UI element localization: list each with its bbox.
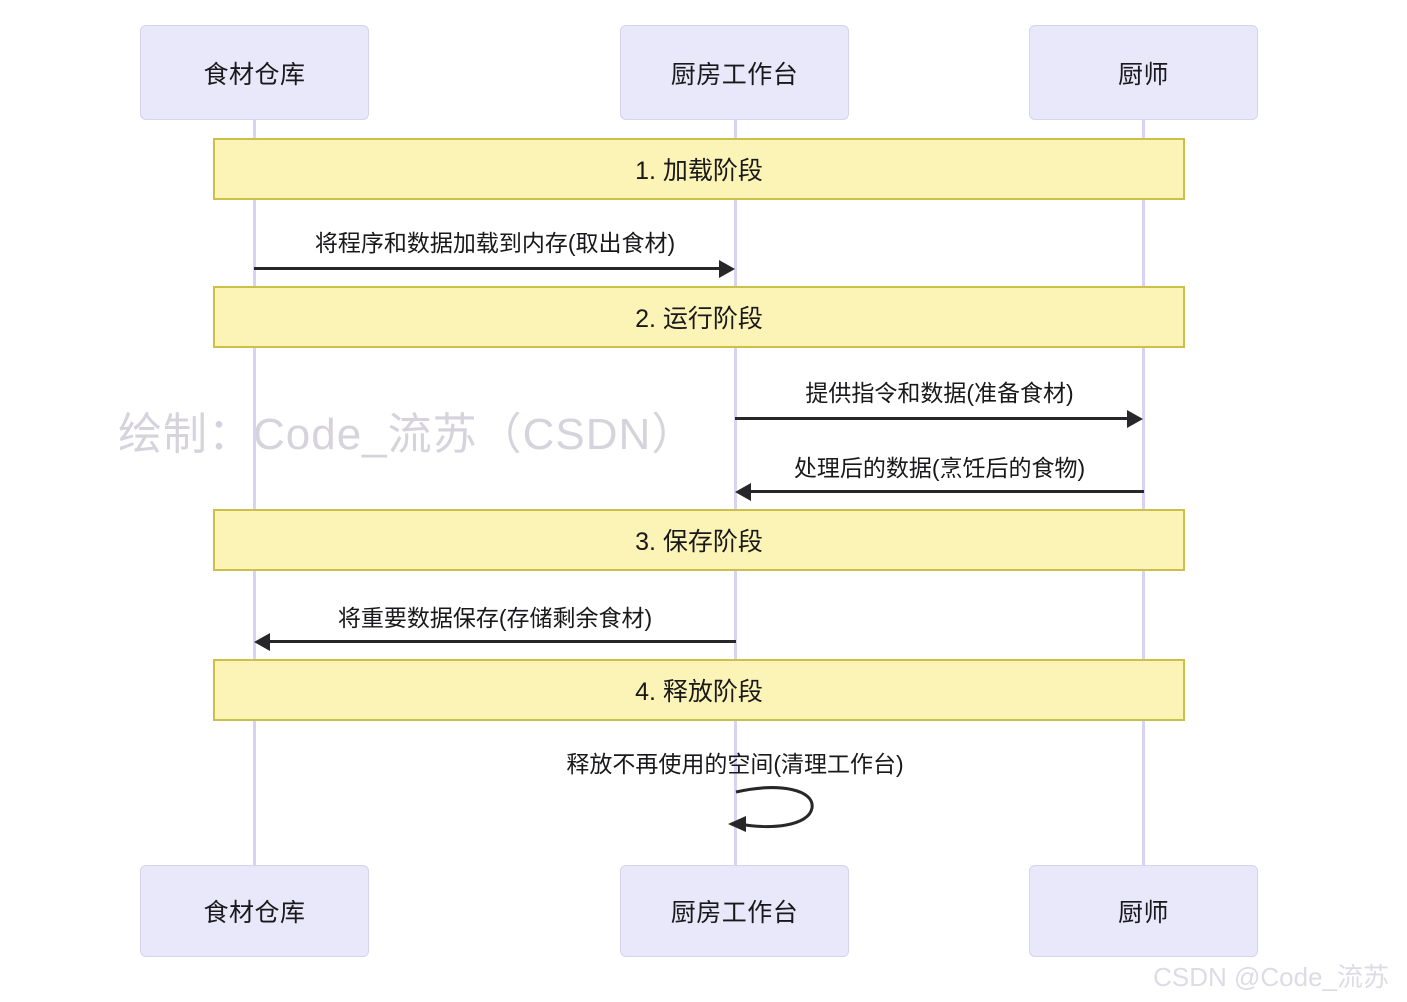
arrow-head-right-m1 xyxy=(719,259,735,278)
arrow-head-left-m4 xyxy=(254,632,270,651)
watermark-center: 绘制：Code_流苏（CSDN） xyxy=(118,410,697,459)
message-label-m1: 将程序和数据加载到内存(取出食材) xyxy=(314,230,676,256)
lifeline-storage xyxy=(253,120,256,865)
watermark-corner: CSDN @Code_流苏 xyxy=(1153,962,1389,992)
message-line-m3 xyxy=(751,490,1144,493)
participant-label-storage-top: 食材仓库 xyxy=(203,60,306,89)
arrow-head-right-m2 xyxy=(1127,409,1143,428)
phase-label-1: 1. 加载阶段 xyxy=(635,157,763,185)
message-line-m4 xyxy=(270,640,736,643)
participant-box-storage-bottom[interactable]: 食材仓库 xyxy=(140,865,369,957)
participant-label-worktop-top: 厨房工作台 xyxy=(670,60,799,89)
participant-box-worktop-bottom[interactable]: 厨房工作台 xyxy=(620,865,849,957)
phase-label-3: 3. 保存阶段 xyxy=(635,528,763,556)
participant-box-worktop-top[interactable]: 厨房工作台 xyxy=(620,25,849,120)
participant-box-chef-bottom[interactable]: 厨师 xyxy=(1029,865,1258,957)
message-label-m5: 释放不再使用的空间(清理工作台) xyxy=(566,751,904,777)
phase-bar-1: 1. 加载阶段 xyxy=(213,138,1185,200)
arrow-head-left-m3 xyxy=(735,482,751,501)
message-label-m3: 处理后的数据(烹饪后的食物) xyxy=(793,455,1086,481)
message-line-m1 xyxy=(254,267,720,270)
phase-label-4: 4. 释放阶段 xyxy=(635,678,763,706)
participant-box-storage-top[interactable]: 食材仓库 xyxy=(140,25,369,120)
participant-box-chef-top[interactable]: 厨师 xyxy=(1029,25,1258,120)
phase-label-2: 2. 运行阶段 xyxy=(635,305,763,333)
phase-bar-3: 3. 保存阶段 xyxy=(213,509,1185,571)
message-label-m4: 将重要数据保存(存储剩余食材) xyxy=(337,605,653,631)
message-line-m2 xyxy=(735,417,1128,420)
participant-label-worktop-bottom: 厨房工作台 xyxy=(670,899,799,927)
participant-label-storage-bottom: 食材仓库 xyxy=(203,899,306,927)
participant-label-chef-top: 厨师 xyxy=(1117,60,1169,89)
phase-bar-4: 4. 释放阶段 xyxy=(213,659,1185,721)
self-loop-arrow-m5 xyxy=(728,786,814,832)
phase-bar-2: 2. 运行阶段 xyxy=(213,286,1185,348)
message-label-m2: 提供指令和数据(准备食材) xyxy=(805,380,1074,406)
participant-label-chef-bottom: 厨师 xyxy=(1117,899,1169,927)
